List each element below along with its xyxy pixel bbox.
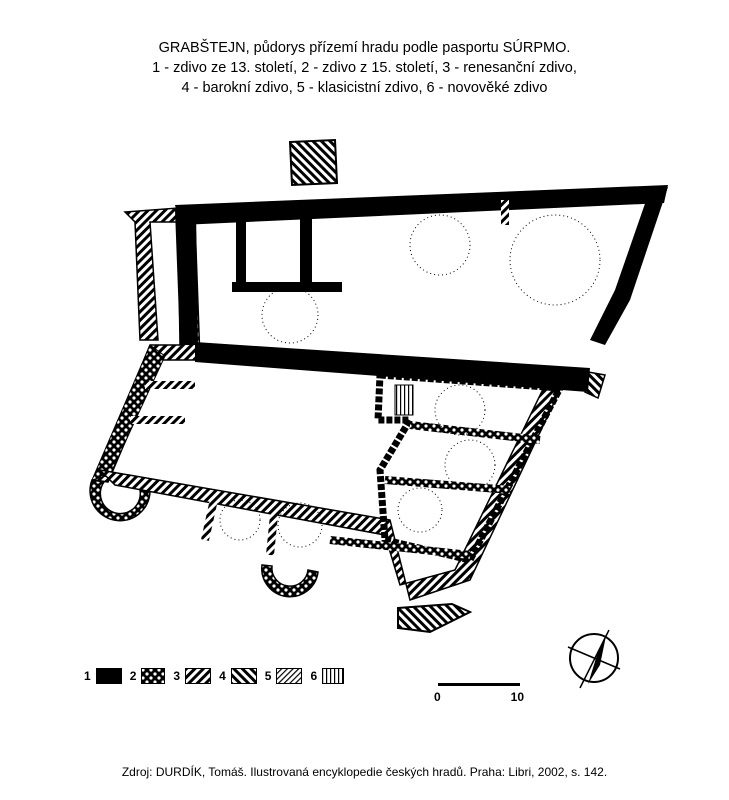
caption-line-2: 1 - zdivo ze 13. století, 2 - zdivo z 15… <box>152 60 577 76</box>
vault-outline <box>261 286 319 344</box>
scale-line <box>438 683 520 686</box>
fine-diagonal-hatch-swatch-icon <box>276 668 303 684</box>
scale-end-label: 10 <box>510 690 524 704</box>
southeast-buttress <box>397 602 473 634</box>
legend: 1 2 3 4 5 6 <box>84 668 352 684</box>
south-wing-outer-wall <box>91 344 166 481</box>
inner-wall-13c-b <box>300 210 312 288</box>
east-wing-walls <box>374 371 566 565</box>
vault-outline <box>219 499 261 541</box>
north-wall-13c <box>175 185 668 225</box>
legend-item-2: 2 <box>130 668 166 684</box>
legend-number: 4 <box>219 669 226 683</box>
caption-line-1: GRABŠTEJN, půdorys přízemí hradu podle p… <box>158 40 571 56</box>
vault-outline <box>434 384 486 436</box>
dots-swatch-icon <box>141 668 166 684</box>
vault-outline <box>509 214 601 306</box>
vault-outline <box>397 487 443 533</box>
south-round-tower <box>261 564 319 598</box>
legend-number: 3 <box>173 669 181 683</box>
north-arrow-compass <box>567 629 621 689</box>
solid-black-swatch-icon <box>95 668 122 684</box>
east-wing-partition-3 <box>329 536 471 559</box>
legend-item-4: 4 <box>219 668 257 684</box>
source-citation: Zdroj: DURDÍK, Tomáš. Ilustrovaná encykl… <box>121 765 608 779</box>
staircase <box>394 384 414 416</box>
vault-outline <box>409 214 471 276</box>
back-diagonal-hatch-swatch-icon <box>230 668 257 684</box>
legend-number: 1 <box>84 669 91 683</box>
legend-number: 6 <box>310 669 318 683</box>
vault-outline <box>277 502 323 548</box>
scale-bar: 0 10 <box>434 683 524 704</box>
south-partition-1 <box>201 494 219 541</box>
legend-item-1: 1 <box>84 668 122 684</box>
south-partition-2 <box>266 504 279 556</box>
legend-item-5: 5 <box>265 668 303 684</box>
diagonal-hatch-swatch-icon <box>185 668 212 684</box>
legend-item-6: 6 <box>310 668 345 684</box>
plan-caption: GRABŠTEJN, půdorys přízemí hradu podle p… <box>0 38 729 98</box>
west-round-tower <box>89 479 151 522</box>
east-wall-13c <box>590 187 668 345</box>
courtyard-north-wall-13c <box>195 342 590 392</box>
north-gate-tower <box>288 138 339 187</box>
legend-number: 5 <box>264 669 272 683</box>
vault-outline <box>444 439 496 491</box>
legend-item-3: 3 <box>173 668 212 684</box>
vertical-lines-swatch-icon <box>322 668 345 684</box>
scale-start-label: 0 <box>434 690 441 704</box>
legend-number: 2 <box>129 669 137 683</box>
west-inner-wall-13c <box>175 210 198 345</box>
caption-line-3: 4 - barokní zdivo, 5 - klasicistní zdivo… <box>181 80 548 96</box>
east-wing-partition-2 <box>384 476 511 494</box>
east-wing-partition-1 <box>409 421 541 444</box>
inner-wall-13c <box>236 218 246 288</box>
